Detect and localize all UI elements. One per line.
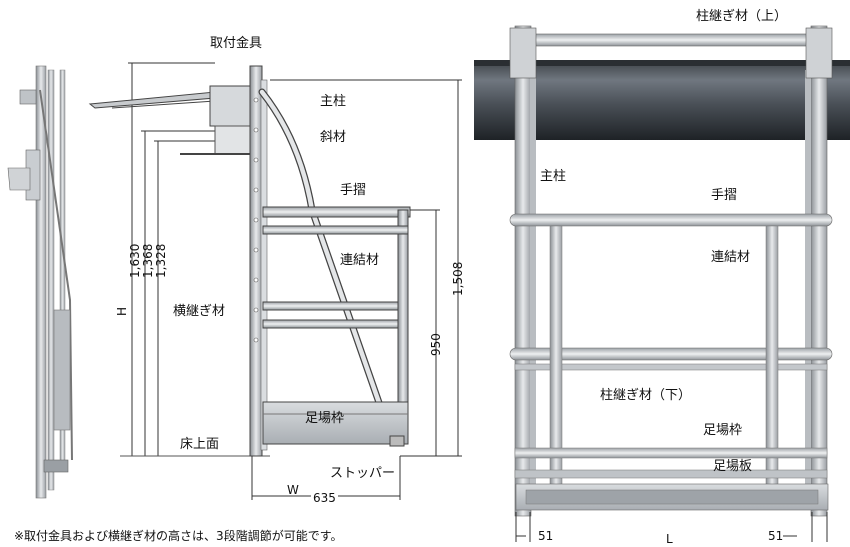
dim-l-label: L — [666, 532, 673, 546]
front-elevation-drawing — [88, 62, 462, 500]
floor-surface-label: 床上面 — [180, 437, 220, 452]
post-joint-upper-label: 柱継ぎ材（上） — [696, 9, 788, 24]
dim-h-label: H — [115, 306, 129, 316]
dim-51-left-label: 51 — [538, 529, 554, 543]
horizontal-joint-label: 横継ぎ材 — [173, 304, 226, 319]
dim-1328-label: 1,328 — [154, 243, 168, 278]
dim-51-right-label: 51 — [768, 529, 784, 543]
front-view-photo — [474, 25, 850, 542]
side-view-photo — [7, 65, 73, 499]
handrail-label: 手摺 — [340, 183, 367, 198]
scaffold-board-label: 足場板 — [713, 459, 753, 474]
scaffold-frame-right-label: 足場枠 — [703, 423, 743, 438]
mount-fitting-label: 取付金具 — [210, 36, 263, 51]
post-joint-lower-label: 柱継ぎ材（下） — [600, 388, 692, 403]
dim-1508-label: 1,508 — [451, 261, 465, 296]
dim-635-label: 635 — [311, 491, 338, 505]
brace-label: 斜材 — [320, 130, 347, 145]
dim-1630-label: 1,630 — [128, 243, 142, 278]
main-post-label: 主柱 — [320, 94, 347, 109]
connector-label: 連結材 — [340, 253, 380, 268]
footnote: ※取付金具および横継ぎ材の高さは、3段階調節が可能です。 — [14, 529, 343, 543]
scaffold-frame-label: 足場枠 — [305, 411, 345, 426]
main-post-right-label: 主柱 — [540, 169, 567, 184]
connector-right-label: 連結材 — [711, 250, 751, 265]
dim-w-label: W — [287, 483, 299, 497]
dim-950-label: 950 — [429, 333, 443, 356]
stopper-label: ストッパー — [330, 466, 396, 481]
handrail-right-label: 手摺 — [711, 188, 738, 203]
dim-1368-label: 1,368 — [141, 243, 155, 278]
